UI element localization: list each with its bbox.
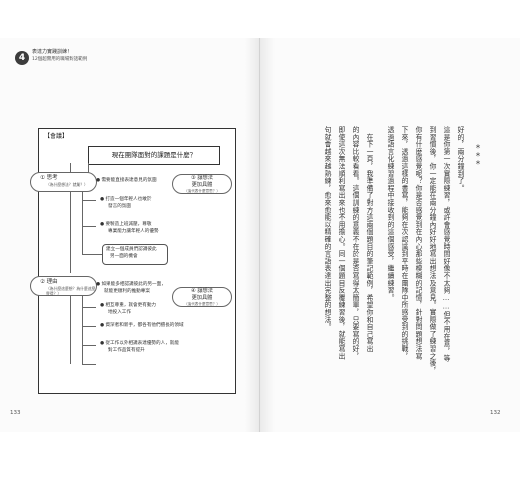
connector-line (82, 326, 96, 327)
connector-line (70, 294, 71, 364)
connector-line (82, 345, 96, 346)
page-number-right: 132 (490, 410, 501, 416)
reason-note: ● 從工作以外相識表達優勢的人，就能 (100, 341, 179, 346)
connector-line (82, 254, 102, 255)
worksheet-question-box: 現在團隊面對的課題是什麼？ (88, 146, 220, 165)
text-column: 這是你第一次實際練習，或許會感覺時間好像不太夠……但不用在意，等 (442, 126, 450, 362)
text-column: 句就會越來越熟練，愈來愈能以精確的言語表達出完整的想法。 (323, 126, 331, 331)
think-note: ● 需要能直接表達意見的氛圍 (96, 178, 157, 183)
text-column: 的內容比較看看。這個訓練的意義不在於是否寫得太簡單，只要寫的好， (351, 126, 359, 360)
connector-line (88, 163, 89, 173)
hint-bottom-prompt: （這代表什麼意思？） (184, 302, 220, 306)
think-note: 另一面的機會 (110, 254, 138, 259)
connector-line (82, 226, 96, 227)
text-column: 好的，兩分鐘到了。 (456, 126, 464, 192)
reason-pill: ② 理由 （為什麼這麼想？為什麼這麼覺得？） (30, 276, 97, 296)
reason-note: 地投入工作 (108, 310, 131, 315)
right-page (260, 38, 520, 432)
hint-bottom-line2: 更加具體 (191, 294, 213, 301)
page-number-left: 133 (10, 410, 21, 416)
elaborate-hint-top: ③ 讓想法 更加具體 （這代表什麼意思？） (172, 174, 232, 194)
connector-line (82, 294, 83, 364)
chapter-number-badge: 4 (15, 51, 29, 65)
reason-note: ● 如果能多相認識彼此的另一面， (96, 282, 166, 287)
connector-line (82, 307, 96, 308)
think-pill: ① 思考 （為什麼想法？就業？） (30, 172, 97, 192)
think-note: 專業能力讓年輕人的優勢 (108, 229, 159, 234)
text-column: 你有什麼感覺呢？你是否感覺到在內心那些模糊的記憶，針對問題想法寫 (414, 126, 422, 360)
worksheet-header: 【會議】 (44, 133, 69, 140)
think-note: ● 打造一個年輕人也敢於 (100, 197, 152, 202)
book-gutter (245, 38, 275, 432)
reason-note: 就能更順利的推動專案 (104, 289, 150, 294)
chapter-title: 表達力實踐訓練！ (32, 49, 73, 55)
elaborate-hint-bottom: ④ 讓想法 更加具體 （這代表什麼意思？） (172, 287, 232, 307)
text-column: 下來，透過這樣的書寫，能夠在次認識到平時在團隊中所感受到的挑戰， (400, 126, 408, 360)
hint-top-line1: ③ 讓想法 (191, 175, 213, 181)
reason-note: 對工作品質有提升 (108, 348, 145, 353)
connector-line (82, 364, 96, 365)
section-break-stars: ＊＊＊ (474, 144, 481, 167)
hint-top-line2: 更加具體 (191, 181, 213, 188)
chapter-subtitle: 12個超實用的職場對話範例 (32, 57, 88, 62)
text-column: 到習慣後，你一定能在兩分鐘內好好地寫出想法及意見。實際做了練習之後， (428, 126, 436, 375)
text-column: 在下一頁，我準備了對方這兩個題目的筆記範例，希望你和自己寫出 (365, 126, 373, 353)
text-column: 即使這次無法順利寫出來也不用擔心。同一個題目反覆練習後，就能寫出 (337, 126, 345, 360)
text-column: 透過語言化練習過程中接收到的這個感受，繼續練習。 (386, 126, 394, 302)
reason-prompt: （為什麼這麼想？為什麼這麼覺得？） (46, 286, 96, 296)
think-label: ① 思考 (40, 175, 58, 181)
reason-note: ● 相互尊重，就會更有動力 (100, 303, 157, 308)
think-note: 建立一個成員們認識彼此 (106, 247, 157, 252)
hint-bottom-line1: ④ 讓想法 (191, 288, 213, 294)
think-prompt: （為什麼想法？就業？） (46, 182, 88, 187)
think-note: ● 要製造上班減壓，尊敬 (100, 222, 152, 227)
think-note: 發言的氛圍 (108, 204, 131, 209)
reason-label: ② 理由 (40, 279, 58, 285)
connector-line (70, 163, 71, 273)
highlight-bubble (102, 244, 168, 265)
connector-line (82, 200, 96, 201)
hint-top-prompt: （這代表什麼意思？） (184, 189, 220, 193)
reason-note: ● 資深者和新手，都各有他們擅長的領域 (100, 323, 184, 328)
connector-line (82, 186, 83, 254)
